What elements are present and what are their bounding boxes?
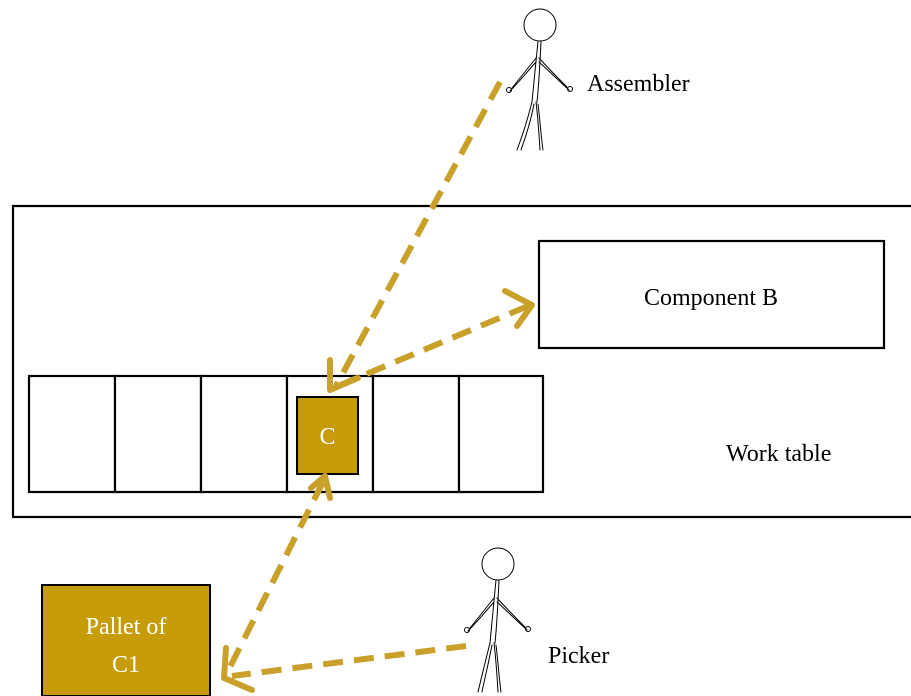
assembler-label: Assembler: [587, 71, 690, 97]
arrow-slot-to-pallet: [225, 480, 326, 673]
work-table-label: Work table: [726, 441, 831, 467]
pallet-label-line1: Pallet of: [86, 614, 167, 640]
slot-1: [27, 374, 117, 494]
arrowhead-at-component-b: [502, 288, 535, 329]
arrow-picker-to-pallet: [231, 643, 467, 679]
pallet-label-line2: C1: [112, 652, 140, 678]
picker-label: Picker: [548, 643, 609, 669]
slot-row: [27, 374, 545, 494]
picker-figure-icon: [464, 547, 531, 693]
item-c-box: [296, 396, 359, 475]
slot-2: [113, 374, 203, 494]
component-b-box: [537, 239, 886, 350]
component-b-label: Component B: [644, 285, 778, 311]
flow-arrows: [221, 80, 535, 693]
arrowhead-at-slot-top: [327, 357, 361, 393]
arrowhead-at-pallet: [221, 645, 255, 693]
slot-6: [457, 374, 545, 494]
pallet-c1-box: [41, 584, 211, 696]
assembler-figure-icon: [506, 8, 573, 151]
slot-5: [371, 374, 461, 494]
arrowhead-at-slot-bottom: [308, 473, 333, 501]
arrow-assembler-to-slot: [333, 80, 503, 388]
slot-3: [199, 374, 289, 494]
arrow-componentb-to-slot: [336, 303, 530, 389]
item-c-label: C: [319, 424, 335, 450]
